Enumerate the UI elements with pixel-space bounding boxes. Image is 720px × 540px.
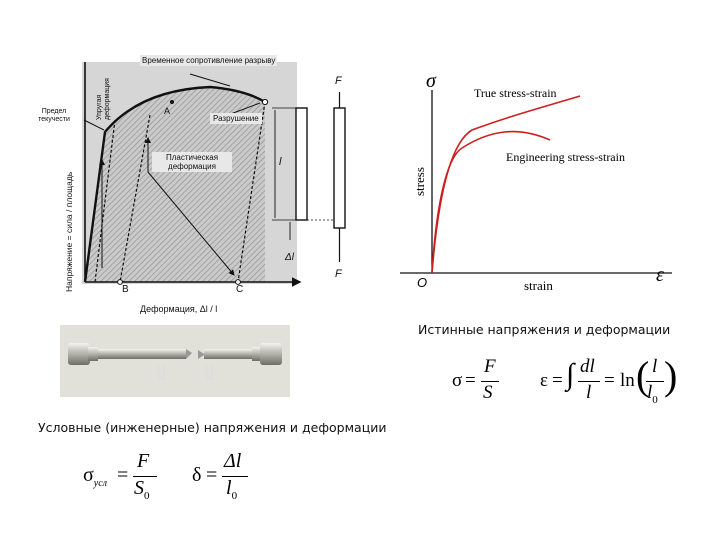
equals-sign: = [465,370,476,391]
fraction-bar [481,381,499,382]
stress-strain-diagram-graphic [82,62,346,287]
eng-stress-lhs: σусл [83,464,108,489]
point-c-label: C [236,284,244,295]
series-label-true: True stress-strain [474,86,557,100]
force-bottom-label: F [335,268,342,280]
eng-strain-den: l0 [226,477,238,502]
ratio-den: l0 [647,382,658,406]
fracture-label: Разрушение [210,113,262,124]
equals-sign: = [117,464,129,486]
eng-stress-den: S0 [134,477,150,502]
series-line-engineering [431,130,551,274]
eng-strain-lhs: δ [192,464,202,486]
y-symbol-label: σ [426,70,436,92]
true-stress-lhs: σ [452,370,463,391]
eng-stress-num: F [137,450,150,472]
specimen-photo [60,325,290,397]
y-axis-label: Напряжение = сила / площадь [64,171,74,292]
origin-label: O [417,275,428,290]
integral-sign: ∫ [566,358,575,391]
ln-operator: ln [620,370,635,391]
engineering-strain-formula: δ = Δl l0 [192,450,262,504]
y-axis-label: stress [412,167,427,196]
true-strain-lhs: ε [540,370,548,391]
eng-strain-num: Δl [224,450,242,472]
left-paren: ( [636,353,650,398]
length-label: l [279,156,282,168]
equals-sign: = [552,370,563,391]
point-a-label: A [164,106,171,116]
integral-den: l [586,382,592,403]
engineering-stress-formula: σусл = F S0 [83,450,163,504]
equals-sign: = [206,464,218,486]
delta-length-label: Δl [285,252,294,263]
x-axis-label: Деформация, Δl / l [140,304,218,314]
ultimate-strength-label: Временное сопротивление разрыву [140,55,278,66]
true-strain-formula: ε = ∫ dl l = ln ( l l0 ) [540,353,677,410]
equals-sign: = [604,370,615,391]
plastic-deformation-label: Пластическая деформация [152,152,232,172]
true-vs-engineering-chart: σ stress True stress-strain Engineering … [400,68,680,300]
x-symbol-label: ε [656,264,664,286]
series-label-engineering: Engineering stress-strain [506,150,625,164]
right-paren: ) [664,353,678,398]
fraction-bar [578,381,600,382]
true-stress-num: F [484,356,496,377]
point-b-label: B [122,284,129,295]
true-stress-caption: Истинные напряжения и деформации [418,322,671,337]
x-axis-label: strain [524,278,553,293]
elastic-deformation-label: Упругая деформация [96,78,111,120]
yield-point-label: Предел текучести [34,108,74,124]
specimen-photo-graphic [60,325,290,397]
engineering-stress-caption: Условные (инженерные) напряжения и дефор… [38,420,387,435]
stress-strain-diagram: Временное сопротивление разрыву Упругая … [34,50,360,320]
ratio-num: l [652,356,658,377]
fraction-bar [133,476,157,477]
force-top-label: F [335,75,342,87]
series-line-true [431,95,581,274]
true-stress-den: S [483,382,493,403]
fraction-bar [646,381,664,382]
chart-plot [400,90,672,274]
integral-num: dl [580,356,595,377]
fraction-bar [222,476,248,477]
